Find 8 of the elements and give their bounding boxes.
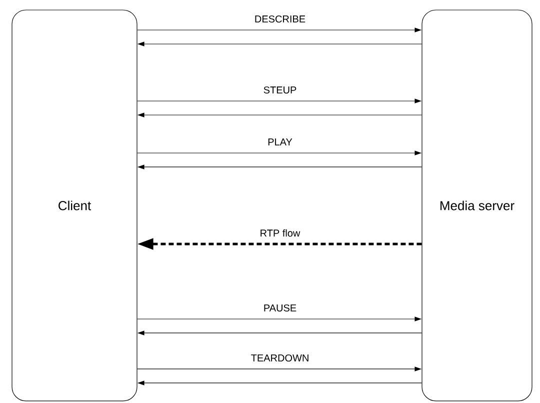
edge-label: PAUSE	[262, 303, 298, 313]
edge-label: STEUP	[262, 85, 298, 95]
lifeline-box: Media server	[422, 10, 532, 402]
edge-label: RTP flow	[258, 228, 302, 238]
lifeline-box: Client	[12, 10, 138, 402]
edge-label: TEARDOWN	[250, 353, 310, 363]
edge-label: PLAY	[266, 138, 294, 146]
edge-label: DESCRIBE	[253, 14, 307, 24]
